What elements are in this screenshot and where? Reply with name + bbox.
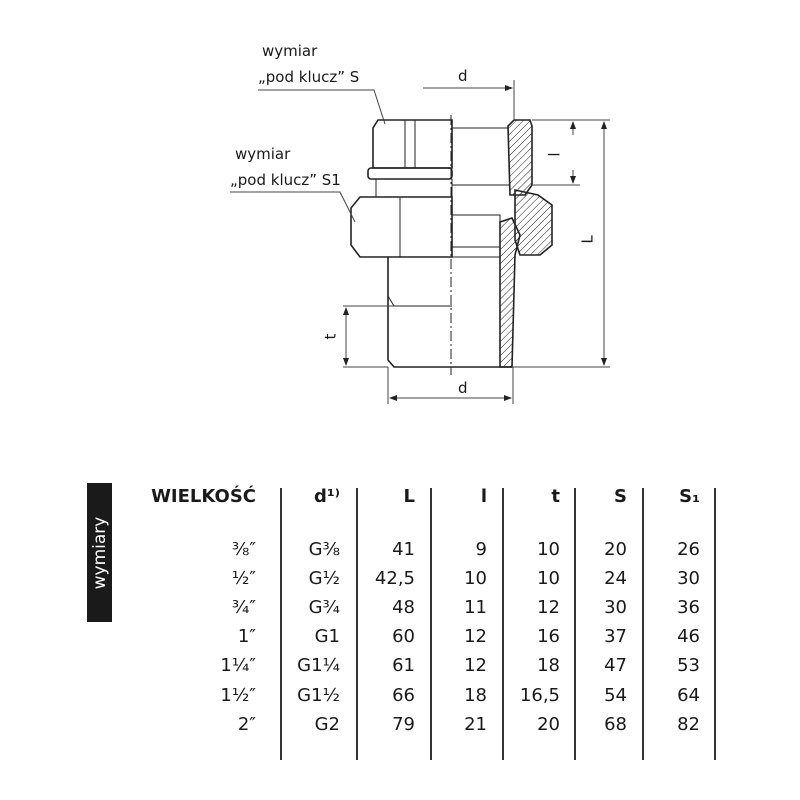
table-cell: 36 [677,597,700,618]
table-cell: 46 [677,626,700,647]
nut-s [372,119,453,169]
table-cell: G½ [308,568,340,589]
dim-L: L [578,235,597,244]
header-cell: S [614,486,627,507]
side-label-box: wymiary [87,483,112,622]
table-cell: 10 [537,539,560,560]
table-cell: 48 [392,597,415,618]
label-s1-line2: „pod klucz” S1 [230,171,341,189]
table-cell: G2 [314,714,340,735]
table-cell: 12 [464,655,487,676]
header-cell: l [480,486,487,507]
column-divider [356,488,358,760]
table-cell: 18 [464,685,487,706]
table-cell: 30 [677,568,700,589]
table-cell: 66 [392,685,415,706]
header-cell: d¹⁾ [314,486,340,507]
header-cell: S₁ [679,486,700,507]
table-cell: ¾″ [231,597,256,618]
table-cell: G⅜ [308,539,340,560]
nut-s1 [350,196,453,258]
table-cell: 79 [392,714,415,735]
column-divider [502,488,504,760]
table-cell: 26 [677,539,700,560]
table-cell: G1½ [297,685,340,706]
header-cell: t [551,486,560,507]
header-cell: WIELKOŚĆ [151,486,256,507]
table-cell: 1″ [237,626,256,647]
column-divider [280,488,282,760]
label-s1-line1: wymiar [235,145,291,163]
table-cell: 82 [677,714,700,735]
table-cell: 12 [464,626,487,647]
table-cell: G¾ [308,597,340,618]
column-divider [642,488,644,760]
table-cell: 9 [475,539,487,560]
table-cell: 16 [537,626,560,647]
table-cell: 18 [537,655,560,676]
label-s-line2: „pod klucz” S [258,68,360,86]
column-divider [714,488,716,760]
table-cell: 24 [604,568,627,589]
table-cell: 64 [677,685,700,706]
table-cell: 41 [392,539,415,560]
table-cell: 47 [604,655,627,676]
table-cell: 54 [604,685,627,706]
table-cell: 61 [392,655,415,676]
table-cell: 42,5 [374,568,415,589]
table-cell: G1¼ [297,655,340,676]
table-cell: 10 [537,568,560,589]
table-cell: 2″ [237,714,256,735]
column-divider [430,488,432,760]
table-cell: 1¼″ [220,655,256,676]
table-cell: G1 [314,626,340,647]
table-cell: 21 [464,714,487,735]
dim-d-top: d [458,67,468,85]
side-label: wymiary [89,516,110,589]
dim-d-bottom: d [458,379,468,397]
dim-l: l [545,152,564,157]
table-cell: 20 [604,539,627,560]
table-cell: 11 [464,597,487,618]
label-s-line1: wymiar [262,42,318,60]
table-cell: 37 [604,626,627,647]
table-cell: ½″ [231,568,256,589]
table-cell: 16,5 [519,685,560,706]
table-cell: 10 [464,568,487,589]
table-cell: 30 [604,597,627,618]
header-cell: L [403,486,415,507]
column-divider [574,488,576,760]
table-cell: ⅜″ [231,539,256,560]
table-cell: 53 [677,655,700,676]
table-cell: 1½″ [220,685,256,706]
table-cell: 60 [392,626,415,647]
table-cell: 12 [537,597,560,618]
table-cell: 68 [604,714,627,735]
dim-t: t [321,333,340,340]
fitting-technical-drawing [230,80,610,404]
table-cell: 20 [537,714,560,735]
